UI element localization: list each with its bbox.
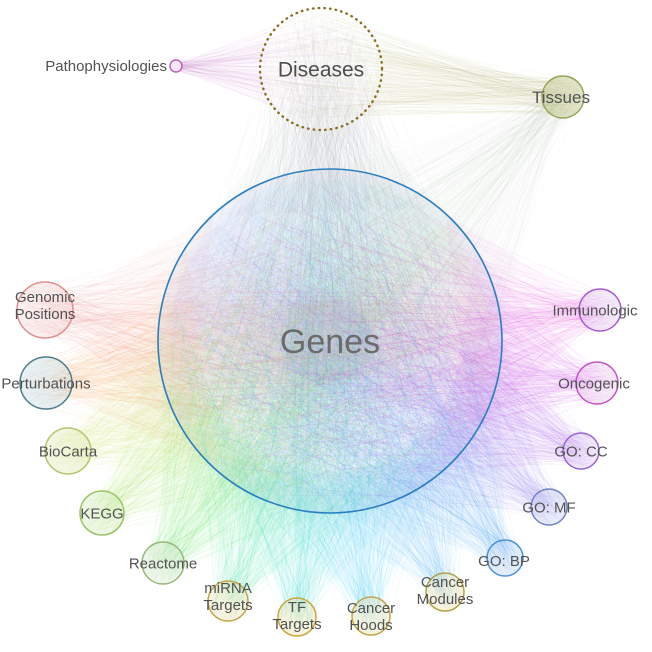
label-go-bp: GO: BP xyxy=(478,553,530,570)
edge-bundle-diseases-pathophysiologies xyxy=(170,13,375,124)
label-biocarta: BioCarta xyxy=(39,443,98,460)
node-cancer-hoods[interactable] xyxy=(351,596,391,636)
edge-bundle-genes-go-bp xyxy=(171,185,522,575)
edge-bundle-genes-go-mf xyxy=(173,181,565,524)
label-go-mf: GO: MF xyxy=(522,499,575,516)
edge-bundle-genes-oncogenic xyxy=(181,190,617,497)
node-go-cc[interactable] xyxy=(562,432,600,470)
label-pathophysiologies: Pathophysiologies xyxy=(45,58,167,75)
node-tf-targets[interactable] xyxy=(277,597,317,637)
edge-bundle-genes-mirna-targets xyxy=(180,192,484,620)
label-kegg: KEGG xyxy=(80,505,123,522)
edge-bundle-genes-cancer-modules xyxy=(170,191,483,610)
edge-bundle-tissues-genes xyxy=(171,77,583,499)
edge-bundle-genes-cancer-hoods xyxy=(174,181,489,634)
node-oncogenic[interactable] xyxy=(575,361,619,405)
node-go-mf[interactable] xyxy=(530,488,568,526)
edge-bundle-diseases-genes xyxy=(168,12,494,502)
node-tissues[interactable] xyxy=(541,75,585,119)
label-genes: Genes xyxy=(280,323,380,361)
edge-bundle-genes-tf-targets xyxy=(173,186,468,633)
label-diseases: Diseases xyxy=(278,58,364,81)
label-immunologic: Immunologic xyxy=(552,302,638,319)
edge-bundle-genes-perturbations xyxy=(22,183,490,501)
node-pathophysiologies[interactable] xyxy=(169,59,183,73)
edge-bundle-genes-biocarta xyxy=(46,190,490,492)
node-mirna-targets[interactable] xyxy=(207,580,249,622)
node-perturbations[interactable] xyxy=(19,356,73,410)
node-genomic-positions[interactable] xyxy=(16,281,74,339)
node-biocarta[interactable] xyxy=(44,427,92,475)
edge-wedges xyxy=(45,39,600,617)
node-immunologic[interactable] xyxy=(578,288,622,332)
node-reactome[interactable] xyxy=(141,541,185,585)
label-tissues: Tissues xyxy=(532,88,590,107)
label-perturbations: Perturbations xyxy=(1,375,90,392)
label-go-cc: GO: CC xyxy=(554,443,608,460)
node-go-bp[interactable] xyxy=(486,539,524,577)
label-oncogenic: Oncogenic xyxy=(558,375,630,392)
label-reactome: Reactome xyxy=(129,555,197,572)
node-kegg[interactable] xyxy=(79,490,125,536)
nodes xyxy=(16,6,622,637)
edge-bundle-genes-immunologic xyxy=(177,179,618,485)
genes-disc-underlay xyxy=(158,169,502,513)
node-cancer-modules[interactable] xyxy=(425,572,465,612)
edge-bundle-genes-kegg xyxy=(84,180,479,531)
node-genes[interactable] xyxy=(157,168,503,514)
edge-bundle-genes-go-cc xyxy=(173,183,599,498)
edge-bundle-genes-reactome xyxy=(144,185,461,582)
node-labels: Genes Diseases PathophysiologiesTissuesGen… xyxy=(1,58,638,634)
node-diseases[interactable] xyxy=(258,6,384,132)
edge-bundle-diseases-tissues xyxy=(263,11,583,118)
